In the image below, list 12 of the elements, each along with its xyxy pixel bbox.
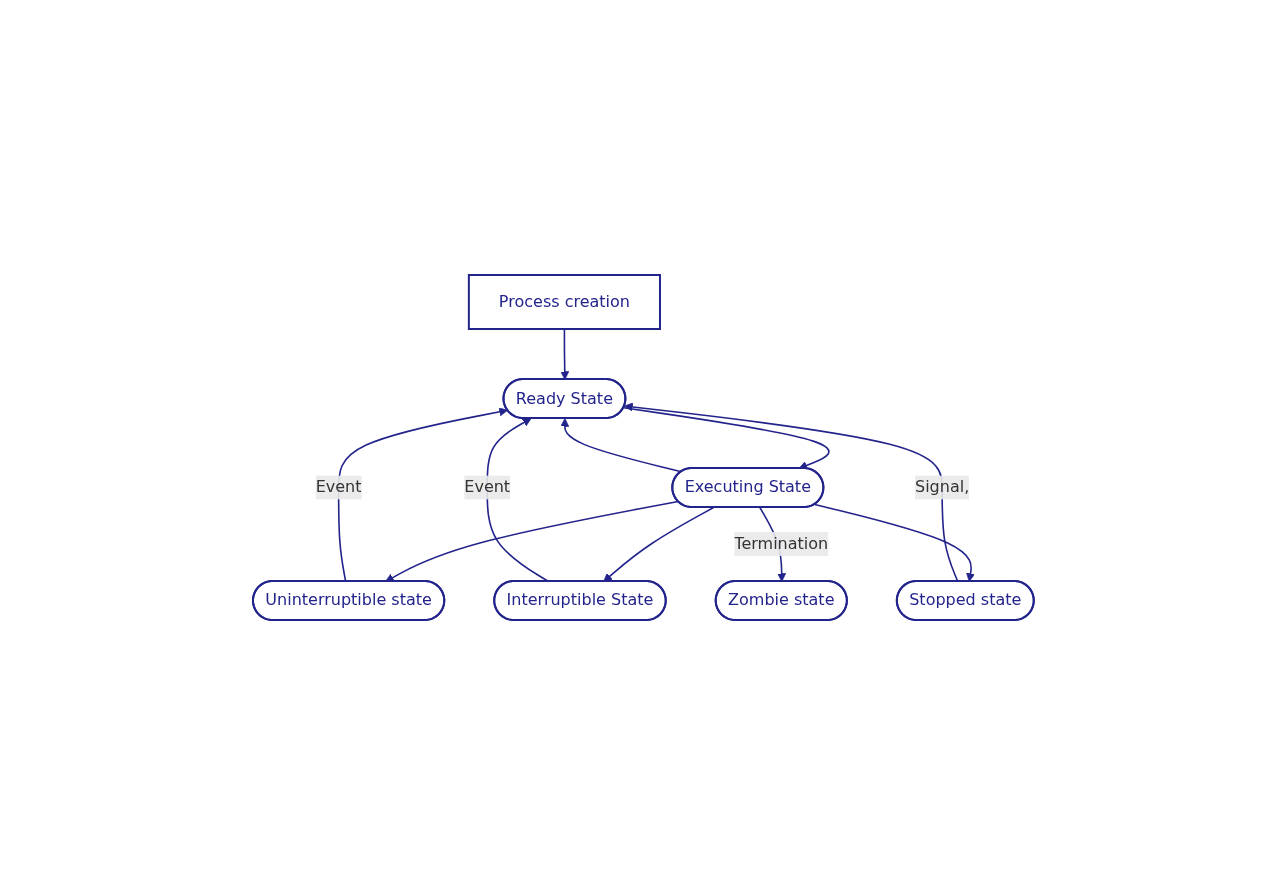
edge-label: Signal, bbox=[915, 477, 970, 497]
edge-label: Event bbox=[315, 477, 362, 497]
arrow bbox=[814, 503, 975, 582]
edge-label: Event bbox=[464, 477, 511, 497]
arrow bbox=[385, 500, 680, 582]
edge-label: Termination bbox=[734, 534, 829, 553]
arrow bbox=[623, 406, 830, 470]
arrow bbox=[603, 506, 715, 582]
arrow bbox=[337, 407, 509, 583]
arrow bbox=[560, 418, 683, 473]
node-box: Process creation bbox=[468, 274, 662, 330]
arrow bbox=[560, 328, 570, 380]
